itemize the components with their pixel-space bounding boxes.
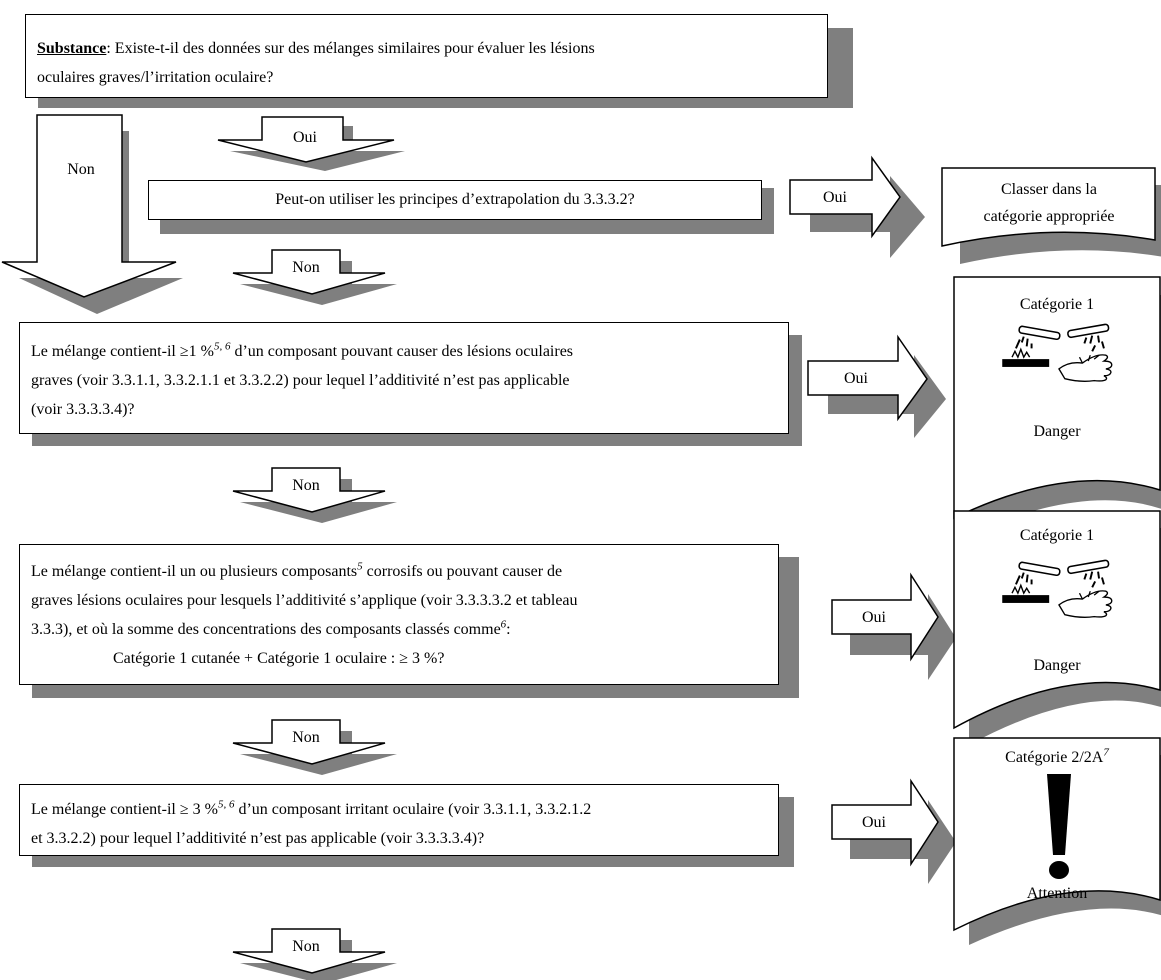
non-label-3: Non bbox=[292, 729, 320, 746]
substance-label: Substance bbox=[37, 40, 107, 57]
box4-line1-sup: 5 bbox=[357, 560, 363, 573]
non-big-label: Non bbox=[67, 161, 95, 178]
box4-line3-sup: 6 bbox=[500, 618, 507, 631]
result1-line1: Classer dans la bbox=[1001, 181, 1097, 198]
box3-line1b: d’un composant pouvant causer des lésion… bbox=[230, 343, 574, 360]
box4-line4: Catégorie 1 cutanée + Catégorie 1 oculai… bbox=[113, 650, 445, 667]
non-label-4: Non bbox=[292, 938, 320, 955]
result3-signal: Danger bbox=[1033, 657, 1081, 674]
box5-line1-sup: 5, 6 bbox=[217, 798, 235, 811]
result1-text: Classer dans la catégorie appropriée bbox=[944, 176, 1154, 230]
box5-line2: et 3.3.2.2) pour lequel l’additivité n’e… bbox=[31, 830, 485, 847]
oui-top-label: Oui bbox=[293, 129, 317, 146]
oui-right-arrow-3 bbox=[831, 572, 956, 680]
non-arrow-3 bbox=[232, 719, 397, 775]
box2-text: Peut-on utiliser les principes d’extrapo… bbox=[275, 191, 635, 208]
box3-line1a: Le mélange contient-il ≥1 % bbox=[31, 343, 214, 360]
box5-line1b: d’un composant irritant oculaire (voir 3… bbox=[234, 801, 592, 818]
result4-title: Catégorie 2/2A7 bbox=[956, 744, 1158, 771]
irritant-question-box: Le mélange contient-il ≥ 3 %5, 6 d’un co… bbox=[19, 784, 779, 856]
non-big-arrow bbox=[1, 114, 183, 314]
category1-question-box: Le mélange contient-il ≥1 %5, 6 d’un com… bbox=[19, 322, 789, 434]
oui-right-label-1: Oui bbox=[823, 189, 847, 206]
box4-line3b: : bbox=[506, 621, 511, 638]
oui-top-arrow bbox=[217, 116, 405, 171]
non-arrow-1 bbox=[232, 249, 397, 305]
substance-question-box: Substance: Existe-t-il des données sur d… bbox=[25, 14, 828, 98]
result1-line2: catégorie appropriée bbox=[983, 208, 1115, 225]
result-card-1 bbox=[941, 167, 1161, 264]
box4-line1b: corrosifs ou pouvant causer de bbox=[362, 563, 563, 580]
box4-line1a: Le mélange contient-il un ou plusieurs c… bbox=[31, 563, 358, 580]
result4-title-text: Catégorie 2/2A bbox=[1005, 749, 1104, 766]
box4-line2: graves lésions oculaires pour lesquels l… bbox=[31, 592, 578, 609]
box3-line2: graves (voir 3.3.1.1, 3.3.2.1.1 et 3.3.2… bbox=[31, 372, 570, 389]
additivity-question-box: Le mélange contient-il un ou plusieurs c… bbox=[19, 544, 779, 685]
result3-title: Catégorie 1 bbox=[1019, 527, 1095, 544]
non-arrow-2 bbox=[232, 467, 397, 523]
result2-title: Catégorie 1 bbox=[1019, 296, 1095, 313]
box5-line1a: Le mélange contient-il ≥ 3 % bbox=[31, 801, 218, 818]
oui-right-arrow-1 bbox=[789, 155, 925, 258]
result-card-2 bbox=[953, 276, 1161, 535]
oui-right-label-3: Oui bbox=[862, 609, 886, 626]
oui-right-arrow-4 bbox=[831, 778, 956, 884]
box1-line2: oculaires graves/l’irritation oculaire? bbox=[37, 69, 274, 86]
result-card-4 bbox=[953, 737, 1161, 945]
result-card-3 bbox=[953, 510, 1161, 745]
oui-right-arrow-2 bbox=[807, 334, 946, 438]
result2-signal: Danger bbox=[1033, 423, 1081, 440]
box3-line3: (voir 3.3.3.3.4)? bbox=[31, 401, 135, 418]
non-label-1: Non bbox=[292, 259, 320, 276]
box3-line1-sup: 5, 6 bbox=[213, 340, 231, 353]
oui-right-label-4: Oui bbox=[862, 814, 886, 831]
extrapolation-question-box: Peut-on utiliser les principes d’extrapo… bbox=[148, 180, 762, 220]
result4-signal: Attention bbox=[1026, 885, 1088, 902]
non-arrow-4 bbox=[232, 928, 397, 980]
result4-title-sup: 7 bbox=[1103, 746, 1109, 759]
oui-right-label-2: Oui bbox=[844, 370, 868, 387]
non-label-2: Non bbox=[292, 477, 320, 494]
box1-line1: : Existe-t-il des données sur des mélang… bbox=[106, 40, 595, 57]
box4-line3a: 3.3.3), et où la somme des concentration… bbox=[31, 621, 501, 638]
